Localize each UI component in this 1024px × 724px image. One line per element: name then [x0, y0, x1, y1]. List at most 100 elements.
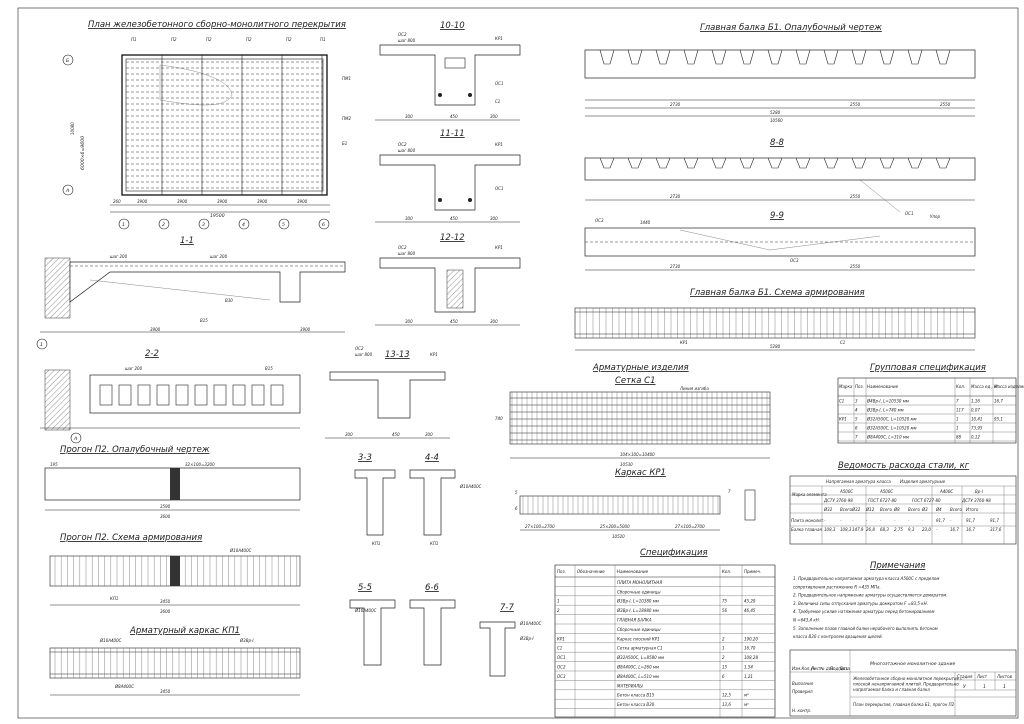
svg-text:У: У [963, 684, 967, 690]
svg-text:А: А [73, 436, 77, 442]
steel-class: А500С [839, 489, 853, 494]
section-1-1: 1-1 В15 В30 шаг 200 шаг 200 3900 3900 1 [36, 236, 346, 350]
axis-label: 5 [282, 222, 285, 228]
steel-cell: 9,3 [908, 527, 915, 532]
svg-text:8-8: 8-8 [770, 138, 784, 148]
note-line: 2. Предварительное напряжение арматуры о… [793, 593, 948, 598]
axis-bubble-3 [198, 218, 210, 230]
svg-text:В30: В30 [225, 298, 233, 303]
svg-text:3900: 3900 [150, 327, 161, 332]
svg-text:6-6: 6-6 [425, 583, 439, 593]
svg-text:С1: С1 [840, 340, 845, 345]
spec-cell: КР1 [557, 636, 565, 641]
spec-cell: 1,54 [744, 665, 753, 670]
svg-text:32×100=3200: 32×100=3200 [185, 462, 215, 467]
group-cell: 1 [956, 417, 959, 422]
steel-col: Ø4 [935, 507, 942, 512]
svg-text:КР1: КР1 [495, 36, 503, 41]
svg-text:В15: В15 [265, 366, 273, 371]
spec-cell: ОС3 [557, 674, 566, 679]
svg-text:300: 300 [405, 319, 413, 324]
steel-standard: ДСТУ 3760-98 [961, 498, 991, 503]
section-13-13: 13-13 ОС2 шаг 800 КР1 300 450 300 [325, 346, 450, 439]
steel-col: Всего [908, 507, 921, 512]
spec-cell: Ø32А500С, L=8580 мм [616, 655, 664, 660]
group-cell: 7 [855, 435, 858, 440]
plan-total-dim: 19500 [210, 213, 225, 219]
steel-header: Марка элемента [792, 492, 827, 497]
svg-text:шаг 200: шаг 200 [125, 366, 143, 371]
spec-cell: Ø8А400С, L=260 мм [616, 665, 659, 670]
group-cell: 10,41 [971, 417, 982, 422]
svg-text:КР1: КР1 [495, 245, 503, 250]
steel-col: Ø32 [823, 507, 833, 512]
axis-label: 3 [202, 222, 205, 228]
spec-cell: Бетон класса В15 [617, 693, 655, 698]
steel-cell: - [824, 518, 826, 523]
svg-text:10530: 10530 [620, 462, 633, 467]
spec-cell: Ø3Вр-I, L=10380 мм [616, 599, 659, 604]
group-header: Наименование [867, 384, 899, 389]
steel-col: Всего [840, 507, 853, 512]
steel-cell: - [908, 518, 910, 523]
svg-text:13-13: 13-13 [385, 350, 410, 360]
group-cell: Ø32А500С, L=10520 мм [866, 417, 917, 422]
spec-cell: 75 [722, 599, 728, 604]
group-cell: 1,16 [971, 399, 980, 404]
svg-text:3900: 3900 [257, 199, 268, 204]
svg-text:КР1: КР1 [495, 142, 503, 147]
group-cell: 7 [956, 399, 959, 404]
note-line: 5. Заполнение пазов главной балки нерабо… [793, 626, 938, 631]
svg-text:300: 300 [405, 216, 413, 221]
spec-cell: м³ [744, 702, 749, 707]
group-cell: Ø8А400С, L=310 мм [866, 435, 909, 440]
steel-cell: 68,3 [880, 527, 889, 532]
steel-cell: - [894, 518, 896, 523]
svg-text:ОС1: ОС1 [495, 81, 504, 86]
steel-cell: 317,6 [990, 527, 1002, 532]
svg-text:Ø8А400С: Ø8А400С [114, 684, 134, 689]
group-cell: 5 [855, 417, 858, 422]
svg-text:27×100=2700: 27×100=2700 [525, 524, 555, 529]
axis-label: 2 [162, 222, 165, 228]
spec-cell: ГЛАВНАЯ БАЛКА [617, 618, 652, 623]
steel-col: Ø32 [851, 507, 861, 512]
steel-class: А400С [939, 489, 953, 494]
svg-text:27×100=2700: 27×100=2700 [675, 524, 705, 529]
spec-cell: Сетка арматурная С1 [617, 646, 663, 651]
section-7-7: 7-7 Ø10А400С Ø3Вр-I [479, 603, 542, 677]
svg-text:Упор: Упор [930, 214, 941, 219]
axis-bubble-6 [318, 218, 330, 230]
notes: Примечания 1. Предварительно напрягаемая… [793, 561, 948, 639]
svg-text:КР1: КР1 [680, 340, 688, 345]
svg-text:3900: 3900 [297, 199, 308, 204]
spec-cell: Каркас плоский КР1 [617, 636, 660, 641]
svg-text:5280: 5280 [770, 344, 781, 349]
spec-header: Примеч. [744, 569, 761, 574]
steel-cell: 2,75 [894, 527, 903, 532]
svg-text:Выполнил: Выполнил [792, 681, 814, 686]
svg-text:1: 1 [1003, 684, 1006, 690]
svg-text:10-10: 10-10 [440, 21, 465, 31]
svg-text:шаг 200: шаг 200 [110, 254, 128, 259]
spec-cell: Ø8А400С, L=510 мм [616, 674, 659, 679]
section-2-2: 2-2 А шаг 200 В15 [40, 349, 301, 444]
sheet-frame [17, 7, 1019, 719]
stamp-desc: Железобетонное сборно-монолитное перекры… [852, 676, 963, 692]
svg-text:5-5: 5-5 [358, 583, 372, 593]
svg-text:шаг 800: шаг 800 [355, 352, 373, 357]
svg-text:1: 1 [983, 684, 986, 690]
svg-text:Прогон П2. Схема армирования: Прогон П2. Схема армирования [60, 533, 202, 543]
group-header: Поз. [855, 384, 864, 389]
svg-text:Ø3Вр-I: Ø3Вр-I [239, 638, 254, 643]
svg-text:Главная балка Б1. Схема армиро: Главная балка Б1. Схема армирования [690, 288, 865, 298]
svg-text:3900: 3900 [300, 327, 311, 332]
svg-text:300: 300 [425, 432, 433, 437]
svg-text:шаг 800: шаг 800 [398, 38, 416, 43]
svg-text:шаг 200: шаг 200 [210, 254, 228, 259]
spec-cell: ОС2 [557, 665, 566, 670]
steel-cell: 23,0 [922, 527, 931, 532]
spec-cell: Сборочные единицы [617, 589, 660, 594]
steel-class: Вр-I [975, 489, 984, 494]
